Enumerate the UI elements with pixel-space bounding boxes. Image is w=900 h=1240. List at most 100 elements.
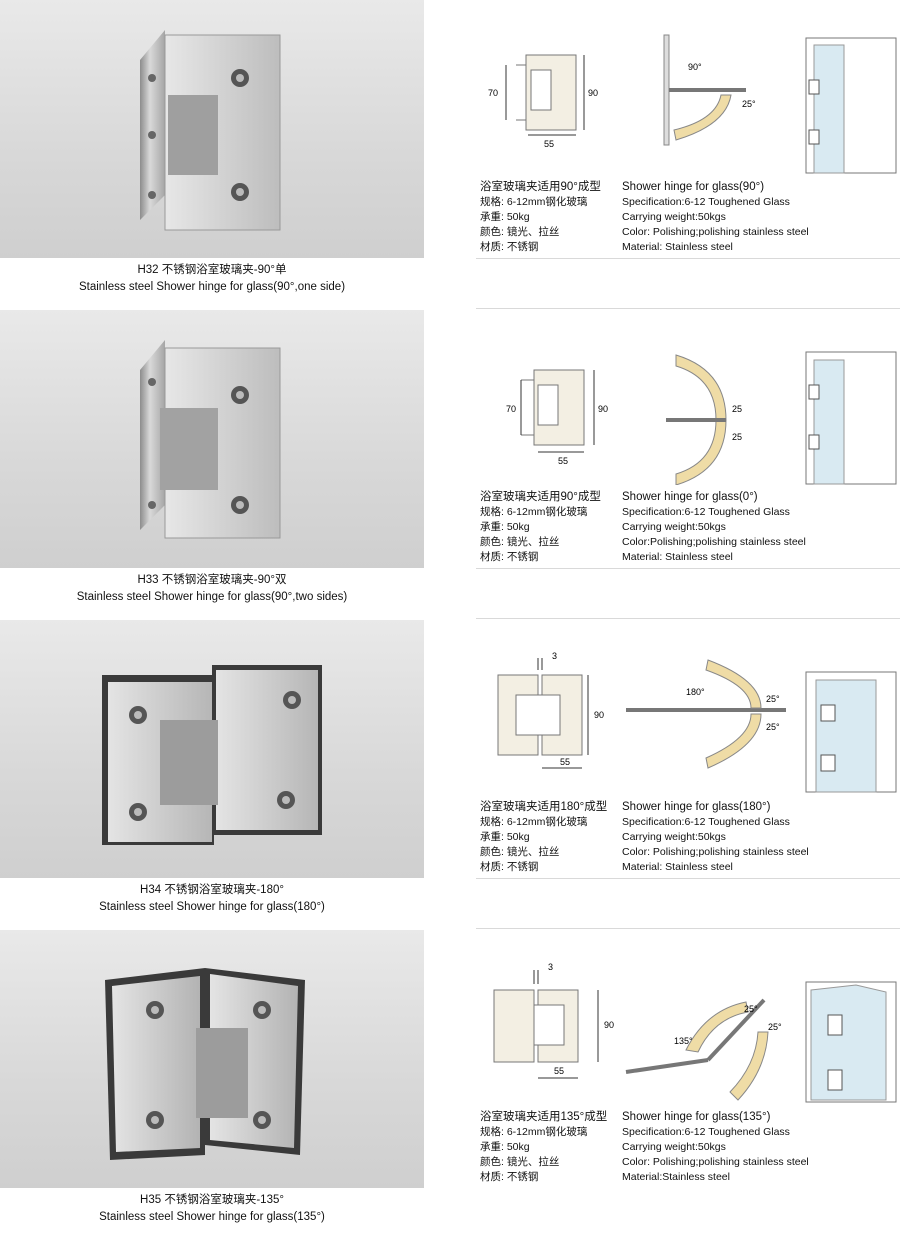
product-h34: H34 不锈钢浴室玻璃夹-180° Stainless steel Shower… <box>0 618 900 930</box>
dimension-diagram: 3 90 55 135° 25° 25° <box>476 960 900 1105</box>
product-caption: H35 不锈钢浴室玻璃夹-135° Stainless steel Shower… <box>0 1192 424 1226</box>
divider <box>476 928 900 929</box>
angle2-label: 25° <box>742 99 756 109</box>
spec-cn-title: 浴室玻璃夹适用90°成型 <box>480 181 601 193</box>
product-h35: H35 不锈钢浴室玻璃夹-135° Stainless steel Shower… <box>0 928 900 1240</box>
angle-label: 25 <box>732 404 742 414</box>
angle-label: 180° <box>686 687 705 697</box>
caption-cn: H32 不锈钢浴室玻璃夹-90°单 <box>137 264 287 276</box>
spec-en: Shower hinge for glass(90°) Specificatio… <box>622 180 892 255</box>
dim-width-label: 55 <box>558 456 568 466</box>
product-h32: H32 不锈钢浴室玻璃夹-90°单 Stainless steel Shower… <box>0 0 900 310</box>
spec-en: Shower hinge for glass(180°) Specificati… <box>622 800 892 875</box>
caption-en: Stainless steel Shower hinge for glass(1… <box>99 901 325 913</box>
product-caption: H33 不锈钢浴室玻璃夹-90°双 Stainless steel Shower… <box>0 572 424 606</box>
dim-height2-label: 90 <box>604 1020 614 1030</box>
spec-en-material: Material: Stainless steel <box>622 241 733 253</box>
product-photo <box>0 310 424 568</box>
spec-en-spec: Specification:6-12 Toughened Glass <box>622 196 790 208</box>
product-caption: H32 不锈钢浴室玻璃夹-90°单 Stainless steel Shower… <box>0 262 424 296</box>
spec-en-title: Shower hinge for glass(90°) <box>622 181 765 193</box>
dim-height2-label: 90 <box>598 404 608 414</box>
dim-gap-label: 3 <box>548 962 553 972</box>
divider <box>476 308 900 309</box>
spec-en-color: Color: Polishing;polishing stainless ste… <box>622 226 809 238</box>
spec-en-spec: Specification:6-12 Toughened Glass <box>622 506 790 518</box>
angle-label: 135° <box>674 1036 693 1046</box>
spec-en-weight: Carrying weight:50kgs <box>622 831 726 843</box>
spec-cn: 浴室玻璃夹适用180°成型 规格: 6-12mm钢化玻璃 承重: 50kg 颜色… <box>480 800 620 875</box>
spec-en-spec: Specification:6-12 Toughened Glass <box>622 816 790 828</box>
dim-width-label: 55 <box>560 757 570 767</box>
spec-en-material: Material: Stainless steel <box>622 551 733 563</box>
divider <box>476 258 900 259</box>
spec-cn-spec: 规格: 6-12mm钢化玻璃 <box>480 816 588 828</box>
spec-en-title: Shower hinge for glass(135°) <box>622 1111 771 1123</box>
spec-en: Shower hinge for glass(135°) Specificati… <box>622 1110 892 1185</box>
caption-cn: H33 不锈钢浴室玻璃夹-90°双 <box>137 574 287 586</box>
angle2-label: 25° <box>766 694 780 704</box>
spec-cn-title: 浴室玻璃夹适用135°成型 <box>480 1111 608 1123</box>
angle3-label: 25° <box>766 722 780 732</box>
spec-cn-spec: 规格: 6-12mm钢化玻璃 <box>480 506 588 518</box>
dim-height-label: 70 <box>488 88 498 98</box>
spec-cn-title: 浴室玻璃夹适用180°成型 <box>480 801 608 813</box>
spec-en-color: Color: Polishing;polishing stainless ste… <box>622 846 809 858</box>
spec-en-weight: Carrying weight:50kgs <box>622 1141 726 1153</box>
spec-cn: 浴室玻璃夹适用135°成型 规格: 6-12mm钢化玻璃 承重: 50kg 颜色… <box>480 1110 620 1185</box>
dim-height2-label: 90 <box>594 710 604 720</box>
spec-cn-spec: 规格: 6-12mm钢化玻璃 <box>480 1126 588 1138</box>
spec-en-weight: Carrying weight:50kgs <box>622 211 726 223</box>
product-photo <box>0 0 424 258</box>
spec-cn: 浴室玻璃夹适用90°成型 规格: 6-12mm钢化玻璃 承重: 50kg 颜色:… <box>480 490 620 565</box>
spec-cn-color: 颜色: 镜光、拉丝 <box>480 226 560 238</box>
dimension-diagram: 70 90 55 90° 25° <box>476 30 900 175</box>
spec-cn-material: 材质: 不锈钢 <box>480 861 539 873</box>
angle3-label: 25° <box>768 1022 782 1032</box>
spec-en-spec: Specification:6-12 Toughened Glass <box>622 1126 790 1138</box>
dim-width-label: 55 <box>554 1066 564 1076</box>
spec-en-color: Color:Polishing;polishing stainless stee… <box>622 536 806 548</box>
spec-cn: 浴室玻璃夹适用90°成型 规格: 6-12mm钢化玻璃 承重: 50kg 颜色:… <box>480 180 620 255</box>
caption-en: Stainless steel Shower hinge for glass(9… <box>78 281 346 293</box>
spec-cn-material: 材质: 不锈钢 <box>480 241 539 253</box>
spec-cn-color: 颜色: 镜光、拉丝 <box>480 846 560 858</box>
caption-cn: H35 不锈钢浴室玻璃夹-135° <box>140 1194 284 1206</box>
spec-cn-weight: 承重: 50kg <box>480 831 530 843</box>
divider <box>476 618 900 619</box>
dimension-diagram: 70 90 55 25 25 <box>476 340 900 486</box>
spec-en-weight: Carrying weight:50kgs <box>622 521 726 533</box>
product-photo <box>0 620 424 878</box>
dim-height2-label: 90 <box>588 88 598 98</box>
divider <box>476 878 900 879</box>
angle2-label: 25° <box>744 1004 758 1014</box>
product-caption: H34 不锈钢浴室玻璃夹-180° Stainless steel Shower… <box>0 882 424 916</box>
spec-en-title: Shower hinge for glass(0°) <box>622 491 758 503</box>
dim-gap-label: 3 <box>552 651 557 661</box>
caption-en: Stainless steel Shower hinge for glass(1… <box>99 1211 325 1223</box>
spec-en: Shower hinge for glass(0°) Specification… <box>622 490 892 565</box>
spec-cn-color: 颜色: 镜光、拉丝 <box>480 1156 560 1168</box>
dimension-diagram: 3 90 55 180° 25° 25° <box>476 650 900 795</box>
spec-cn-title: 浴室玻璃夹适用90°成型 <box>480 491 601 503</box>
spec-cn-weight: 承重: 50kg <box>480 211 530 223</box>
spec-cn-weight: 承重: 50kg <box>480 521 530 533</box>
spec-cn-weight: 承重: 50kg <box>480 1141 530 1153</box>
product-photo <box>0 930 424 1188</box>
caption-en: Stainless steel Shower hinge for glass(9… <box>76 591 348 603</box>
product-h33: H33 不锈钢浴室玻璃夹-90°双 Stainless steel Shower… <box>0 308 900 620</box>
spec-en-material: Material:Stainless steel <box>622 1171 730 1183</box>
spec-cn-material: 材质: 不锈钢 <box>480 1171 539 1183</box>
divider <box>476 568 900 569</box>
spec-cn-material: 材质: 不锈钢 <box>480 551 539 563</box>
spec-cn-spec: 规格: 6-12mm钢化玻璃 <box>480 196 588 208</box>
dim-height-label: 70 <box>506 404 516 414</box>
spec-cn-color: 颜色: 镜光、拉丝 <box>480 536 560 548</box>
dim-width-label: 55 <box>544 139 554 149</box>
spec-en-material: Material: Stainless steel <box>622 861 733 873</box>
spec-en-color: Color: Polishing;polishing stainless ste… <box>622 1156 809 1168</box>
angle-label: 90° <box>688 62 702 72</box>
angle2-label: 25 <box>732 432 742 442</box>
spec-en-title: Shower hinge for glass(180°) <box>622 801 771 813</box>
caption-cn: H34 不锈钢浴室玻璃夹-180° <box>140 884 284 896</box>
